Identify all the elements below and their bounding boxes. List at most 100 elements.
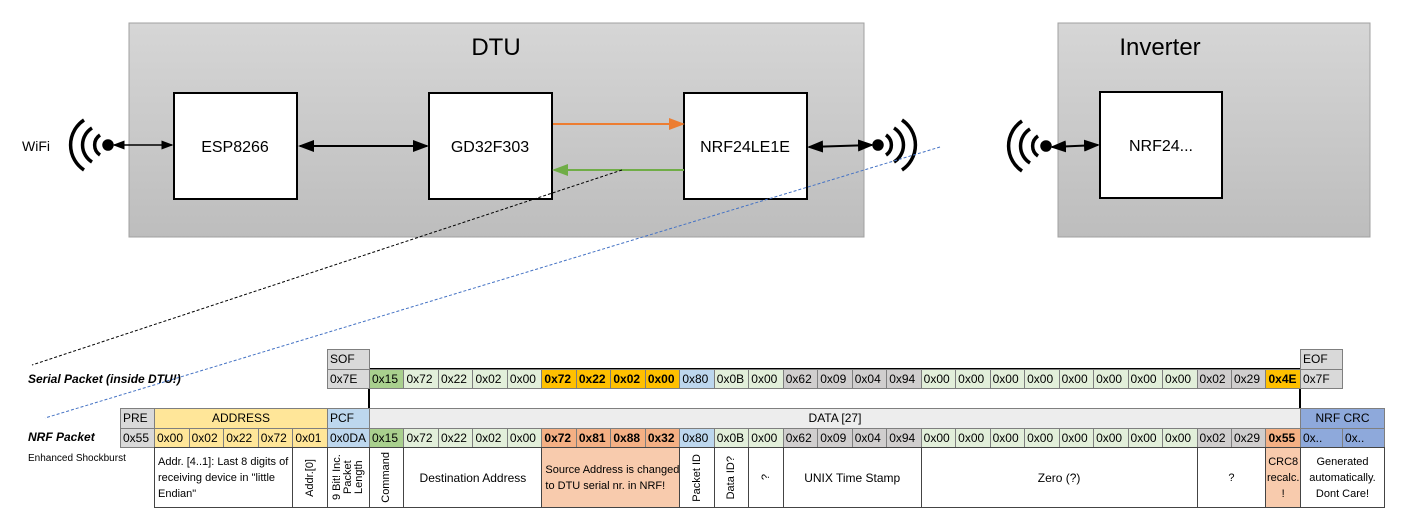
pcf-value: 0x0DA: [327, 428, 370, 448]
data-id-desc: Data ID?: [713, 447, 750, 508]
wifi-antenna-icon: [68, 118, 114, 172]
serial-byte: 0x72: [541, 369, 577, 389]
nrf-packet-label: NRF Packet: [28, 430, 95, 444]
address-byte: 0x22: [223, 428, 259, 448]
nrf-inverter-label: NRF24...: [1129, 138, 1193, 155]
unknown-desc-1: ?: [748, 447, 784, 508]
data-header: DATA [27]: [369, 408, 1301, 429]
crc-desc-text: Generated automatically. Dont Care!: [1309, 455, 1376, 500]
nrf-byte: 0x00: [1024, 428, 1060, 448]
serial-byte: 0x00: [989, 369, 1026, 389]
nrf-byte: 0x00: [989, 428, 1026, 448]
nrf-byte: 0x00: [1093, 428, 1129, 448]
nrf-byte: 0x00: [955, 428, 991, 448]
crc-header: NRF CRC: [1300, 408, 1385, 429]
nrf-byte: 0x02: [1196, 428, 1232, 448]
addr-lo-desc-text: Addr.[0]: [303, 458, 316, 497]
crc-byte: 0x..: [1300, 428, 1343, 448]
nrf-byte: 0x00: [1162, 428, 1198, 448]
nrf-byte: 0x00: [506, 428, 543, 448]
esp8266-block: [173, 92, 298, 200]
gd32-block: [428, 92, 553, 200]
serial-byte: 0x22: [437, 369, 474, 389]
serial-byte: 0x22: [575, 369, 612, 389]
nrf-byte: 0x04: [851, 428, 888, 448]
command-desc-text: Command: [380, 452, 393, 503]
nrf-packet-sublabel: Enhanced Shockburst: [28, 453, 126, 464]
addr-hi-desc: Addr. [4..1]: Last 8 digits of receiving…: [154, 447, 293, 508]
serial-byte: 0x00: [748, 369, 784, 389]
pcf-header: PCF: [327, 408, 370, 429]
nrf-byte: 0x22: [437, 428, 474, 448]
pcf-desc: 9 Bit! Inc. Packet Length: [327, 447, 370, 508]
nrf-dtu-label: NRF24LE1E: [700, 139, 790, 156]
serial-byte: 0x02: [472, 369, 508, 389]
nrf-byte: 0x02: [472, 428, 508, 448]
addr-lo-desc: Addr.[0]: [292, 447, 328, 508]
serial-byte: 0x0B: [713, 369, 750, 389]
serial-byte: 0x09: [817, 369, 853, 389]
nrf-byte: 0x00: [1058, 428, 1095, 448]
serial-byte: 0x72: [403, 369, 439, 389]
zero-desc-text: Zero (?): [1037, 470, 1081, 485]
source-desc: Source Address is changed to DTU serial …: [541, 447, 681, 508]
serial-byte: 0x80: [679, 369, 715, 389]
serial-byte: 0x29: [1231, 369, 1267, 389]
wifi-label: WiFi: [22, 138, 50, 154]
serial-byte: 0x00: [506, 369, 543, 389]
packet-id-desc-text: Packet ID: [690, 453, 703, 502]
source-desc-text: Source Address is changed to DTU serial …: [545, 463, 680, 492]
addr-hi-desc-text: Addr. [4..1]: Last 8 digits of receiving…: [158, 455, 289, 500]
zero-desc: Zero (?): [920, 447, 1198, 508]
unknown-desc-2: ?: [1196, 447, 1267, 508]
data-id-desc-text: Data ID?: [725, 455, 738, 500]
packet-id-desc: Packet ID: [679, 447, 715, 508]
crc8-desc-text: CRC8 recalc. !: [1267, 455, 1300, 500]
serial-byte: 0x4E: [1265, 369, 1301, 389]
dest-desc: Destination Address: [403, 447, 543, 508]
nrf-byte: 0x55: [1265, 428, 1301, 448]
nrf-byte: 0x81: [575, 428, 612, 448]
nrf-byte: 0x32: [644, 428, 681, 448]
wifi-antenna-icon: [872, 118, 918, 172]
serial-byte: 0x00: [1058, 369, 1095, 389]
serial-byte: 0x00: [644, 369, 681, 389]
address-byte: 0x01: [292, 428, 328, 448]
serial-byte: 0x02: [1196, 369, 1232, 389]
nrf-byte: 0x00: [1127, 428, 1164, 448]
serial-byte: 0x62: [782, 369, 819, 389]
unknown-desc-2-text: ?: [1228, 471, 1235, 484]
nrf-dtu-block: [683, 92, 808, 200]
serial-byte: 0x02: [610, 369, 646, 389]
nrf-byte: 0x00: [748, 428, 784, 448]
address-byte: 0x02: [188, 428, 225, 448]
inverter-antenna-link: [1050, 139, 1100, 153]
sof-value: 0x7E: [327, 369, 370, 389]
serial-byte: 0x15: [369, 369, 405, 389]
eof-value: 0x7F: [1300, 369, 1343, 389]
serial-byte: 0x00: [1127, 369, 1164, 389]
nrf-inverter-block: [1099, 91, 1223, 199]
serial-byte: 0x00: [955, 369, 991, 389]
nrf-byte: 0x72: [403, 428, 439, 448]
dtu-title: DTU: [471, 34, 520, 61]
nrf-byte: 0x94: [886, 428, 922, 448]
nrf-byte: 0x80: [679, 428, 715, 448]
nrf-callout-line: [44, 146, 941, 419]
pcf-desc-text: 9 Bit! Inc. Packet Length: [331, 454, 365, 501]
nrf-byte: 0x62: [782, 428, 819, 448]
serial-byte: 0x94: [886, 369, 922, 389]
crc-byte: 0x..: [1342, 428, 1385, 448]
nrf-byte: 0x00: [920, 428, 957, 448]
serial-byte: 0x00: [1162, 369, 1198, 389]
dest-desc-text: Destination Address: [419, 470, 527, 485]
serial-callout-line: [31, 169, 623, 366]
nrf-byte: 0x0B: [713, 428, 750, 448]
wifi-antenna-icon: [1006, 119, 1052, 173]
command-desc: Command: [369, 447, 405, 508]
inverter-title: Inverter: [1119, 34, 1200, 61]
crc8-desc: CRC8 recalc. !: [1265, 447, 1301, 508]
serial-byte: 0x00: [920, 369, 957, 389]
gd32-label: GD32F303: [451, 139, 529, 156]
